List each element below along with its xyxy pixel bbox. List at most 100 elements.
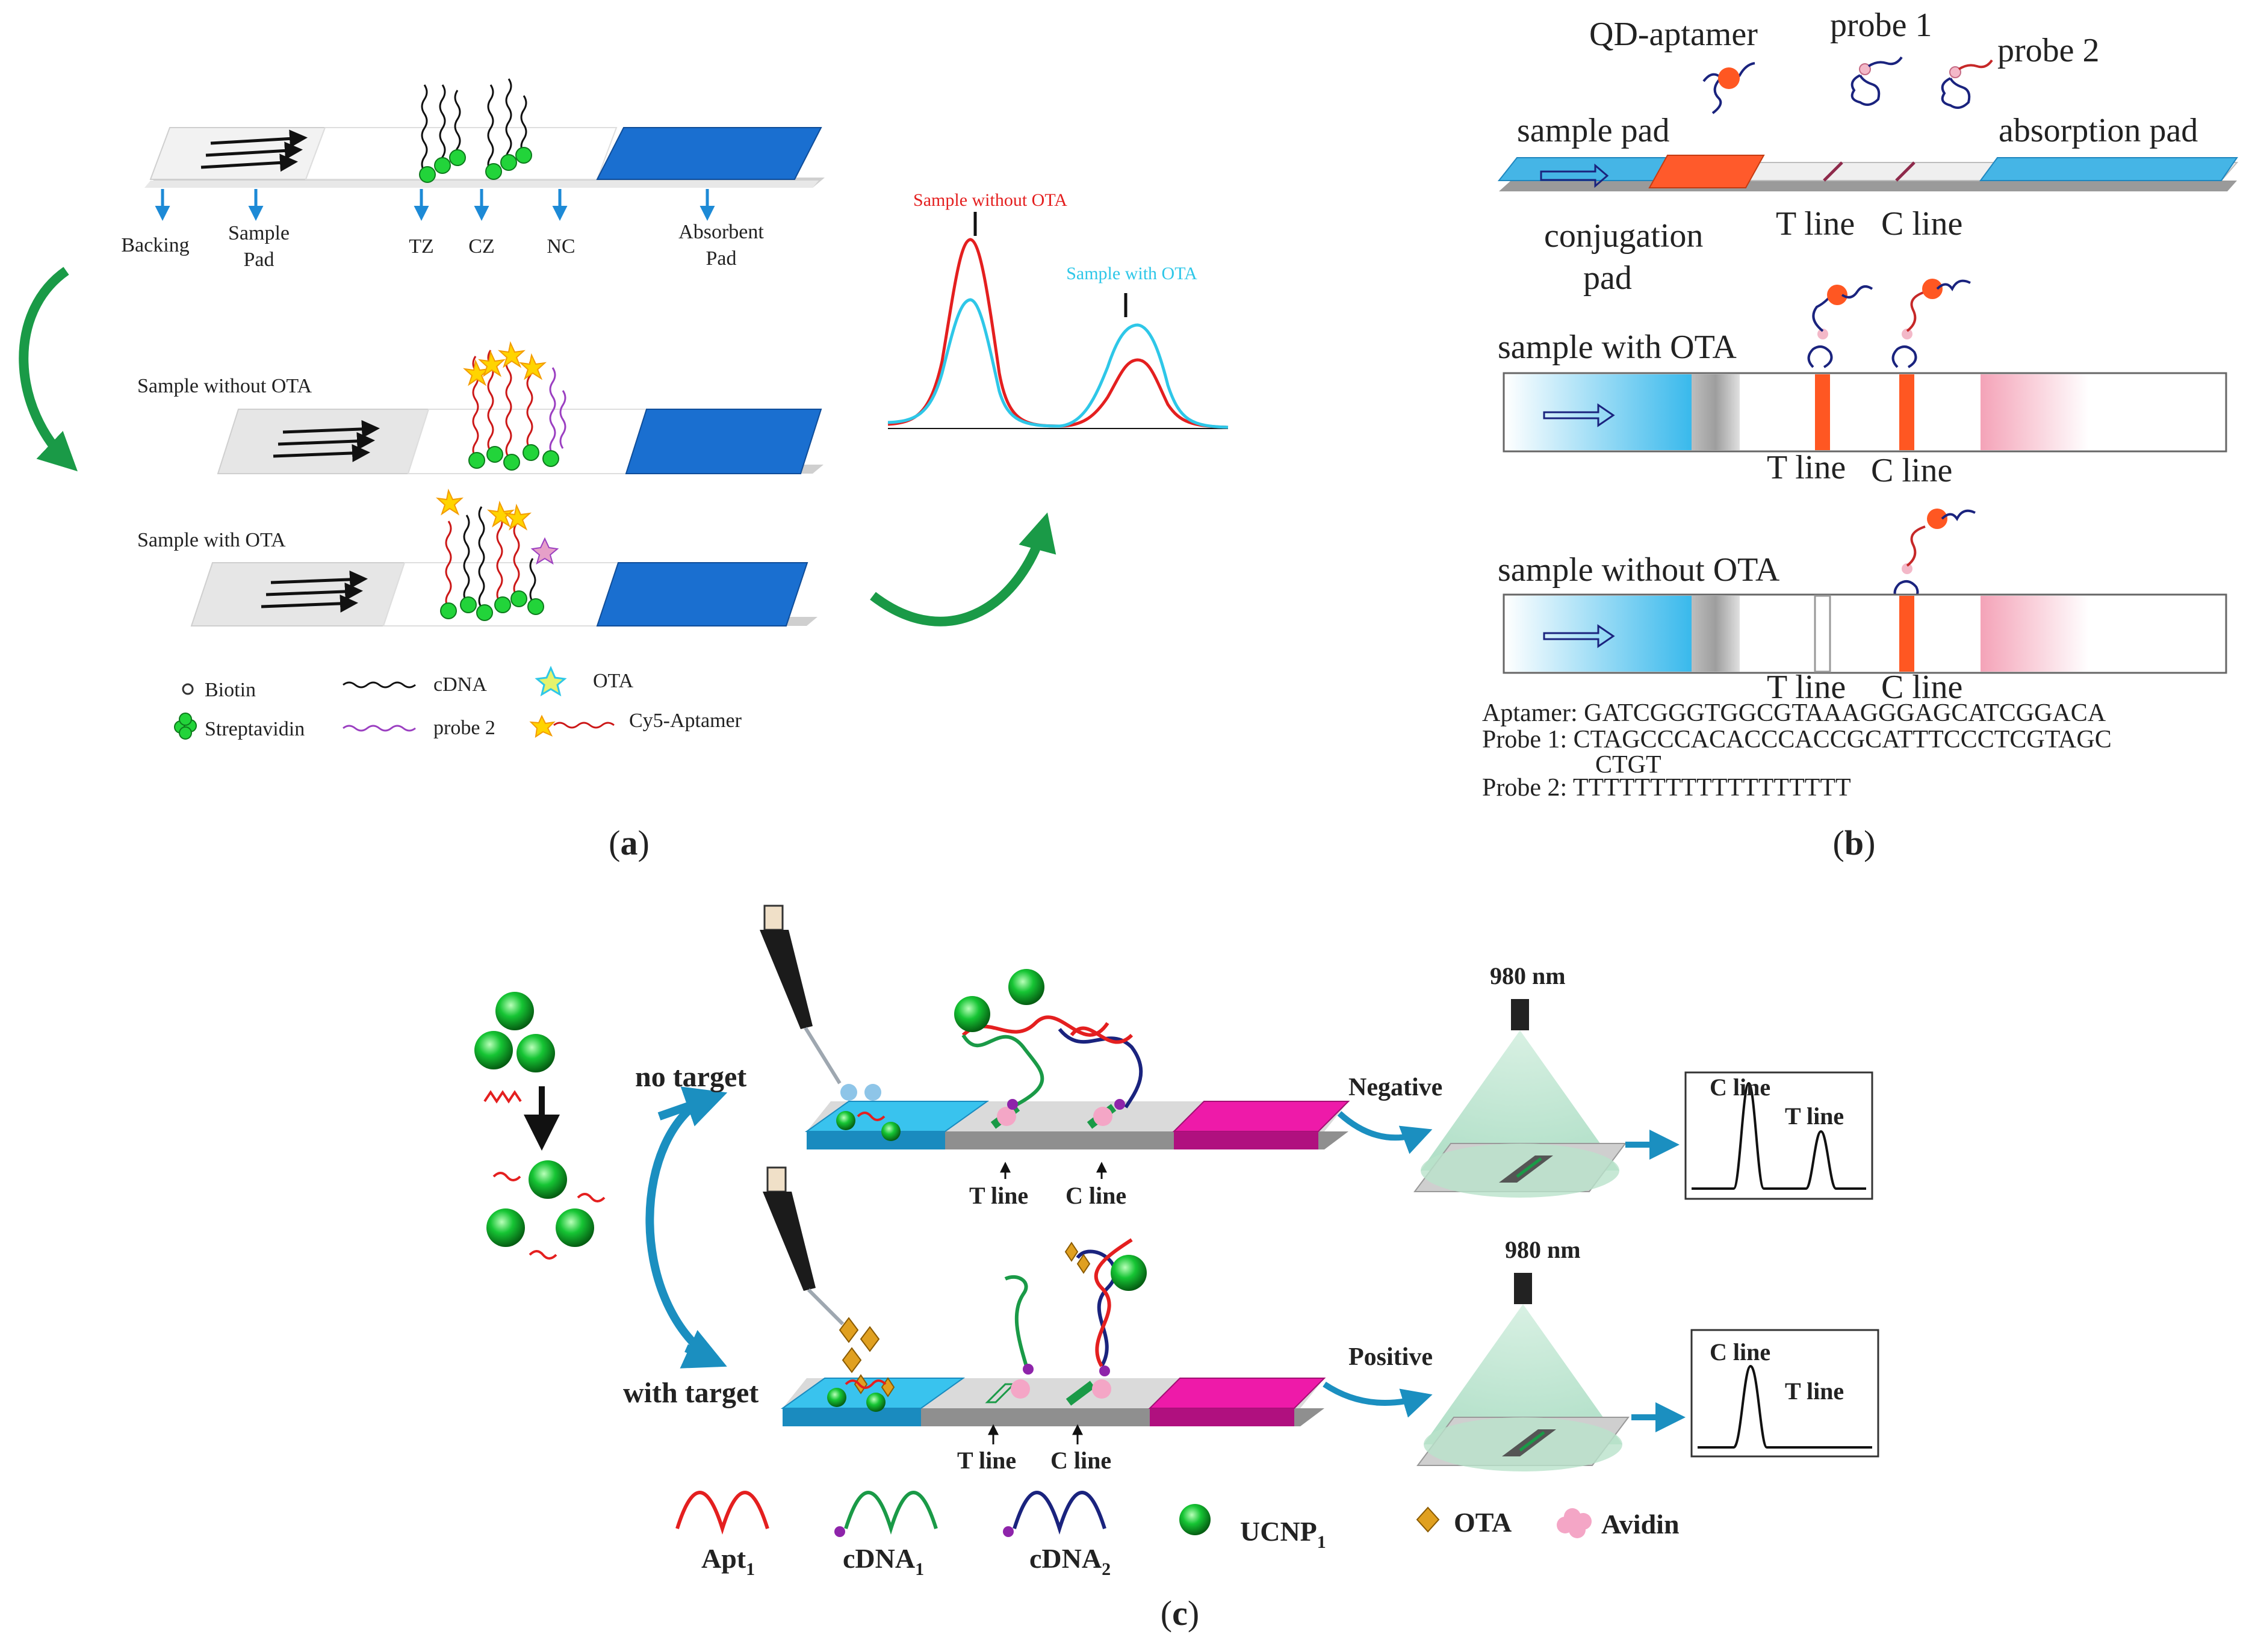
cdna1-icon	[844, 1491, 938, 1535]
label-c-line-3: C line	[1881, 669, 1962, 706]
label-sample-with-ota-b: sample with OTA	[1498, 329, 1737, 366]
ucnp-cluster-top	[474, 992, 555, 1072]
strip-a-middle	[217, 341, 824, 474]
label-absorbent-1: Absorbent	[678, 221, 764, 243]
seq-probe1: Probe 1: CTAGCCCACACCCACCGCATTTCCCTCGTAG…	[1482, 726, 2112, 753]
cdna-icon	[343, 681, 416, 688]
apt1-icon	[675, 1491, 769, 1535]
labels-top-lines: T line C line	[969, 1162, 1126, 1209]
strip-a-bottom	[190, 488, 817, 626]
strip-b-with-ota	[1503, 279, 2227, 453]
probe1-icon	[1850, 56, 1903, 106]
label-t-line-1: T line	[1776, 205, 1855, 243]
legend-streptavidin: Streptavidin	[205, 718, 305, 740]
helix-2	[1076, 1238, 1133, 1367]
label-probe2: probe 2	[1997, 32, 2100, 69]
branch-arrow	[645, 1091, 716, 1364]
legend-ota-c: OTA	[1454, 1507, 1512, 1538]
streptavidin-cluster	[419, 147, 532, 183]
bound-complex-c	[1891, 279, 1971, 368]
label-t-line-2: T line	[1767, 449, 1846, 486]
probe2-icon-b	[1941, 59, 1993, 109]
strip-c-bottom	[780, 1238, 1326, 1426]
label-sample-without-ota-b: sample without OTA	[1498, 551, 1780, 589]
strip-b-3d	[1497, 155, 2239, 191]
legend-ucnp1: UCNP1	[1240, 1516, 1326, 1552]
panel-b: QD-aptamer probe 1 probe 2 sample pad ab…	[1482, 7, 2239, 862]
caption-c: (c)	[1161, 1594, 1199, 1633]
label-absorption-pad: absorption pad	[1999, 112, 2198, 149]
label-sample-pad: sample pad	[1517, 112, 1669, 149]
legend-c: Apt1 cDNA1 cDNA2 UCNP1 OTA Avidin	[675, 1491, 1680, 1579]
cdna1-dot	[834, 1526, 845, 1537]
label-negative: Negative	[1348, 1074, 1442, 1101]
label-980nm-bottom: 980 nm	[1505, 1236, 1581, 1263]
label-sample-pad-2: Pad	[244, 249, 275, 271]
reader-bottom	[1416, 1273, 1630, 1471]
helix-1	[961, 1015, 1143, 1109]
label-probe1: probe 1	[1830, 7, 1932, 44]
curve-with-ota	[887, 298, 1229, 429]
legend-cy5-aptamer: Cy5-Aptamer	[629, 710, 742, 732]
label-positive: Positive	[1348, 1343, 1433, 1371]
label-nc: NC	[547, 235, 575, 258]
pipette-top-icon	[760, 905, 881, 1121]
result-box-positive: C line T line	[1690, 1329, 1879, 1458]
panel-a: Backing Sample Pad TZ CZ NC Absorbent Pa…	[19, 78, 1229, 862]
strip-c-top	[804, 969, 1350, 1149]
label-t-line-3: T line	[1767, 669, 1846, 706]
label-absorbent-2: Pad	[706, 247, 737, 270]
sequences: Aptamer: GATCGGGTGGCGTAAAGGGAGCATCGGACA …	[1482, 699, 2112, 802]
result-t-line-neg: T line	[1785, 1103, 1844, 1130]
qd-aptamer-icon	[1702, 62, 1755, 114]
ucnp1-icon	[1179, 1504, 1211, 1535]
result-c-line-pos: C line	[1710, 1338, 1770, 1366]
legend-apt1: Apt1	[701, 1543, 755, 1579]
strip-pointers	[155, 189, 715, 221]
label-980nm-top: 980 nm	[1490, 962, 1566, 989]
bound-complex-c-2	[1893, 509, 1976, 603]
label-tz: TZ	[409, 235, 434, 258]
avidin-icon	[1557, 1508, 1592, 1538]
label-c-line-c2: C line	[1050, 1447, 1111, 1474]
result-box-negative: C line T line	[1684, 1071, 1873, 1200]
green-curved-arrow-right	[870, 512, 1056, 626]
result-c-line-neg: C line	[1710, 1074, 1770, 1101]
label-sample-with-ota: Sample with OTA	[137, 529, 286, 551]
reader-top	[1413, 999, 1627, 1198]
pipette-bottom-icon	[763, 1166, 880, 1373]
ota-icon	[535, 666, 567, 697]
label-t-line-c1: T line	[969, 1182, 1028, 1209]
label-c-line-c1: C line	[1066, 1182, 1126, 1209]
label-conjugation-2: pad	[1583, 259, 1632, 297]
cdna2-icon	[1013, 1491, 1106, 1535]
label-c-line-2: C line	[1871, 452, 1952, 489]
bound-complex-t	[1807, 285, 1873, 368]
legend-cdna1: cDNA1	[843, 1543, 924, 1579]
legend-ota: OTA	[593, 670, 634, 692]
green-curved-arrow-left	[19, 267, 78, 472]
label-backing: Backing	[121, 234, 189, 256]
seq-probe1-cont: CTGT	[1595, 751, 1661, 779]
labels-bottom-lines: T line C line	[957, 1424, 1111, 1474]
chart-label-without-ota: Sample without OTA	[913, 190, 1067, 210]
result-t-line-pos: T line	[1785, 1378, 1844, 1405]
seq-aptamer: Aptamer: GATCGGGTGGCGTAAAGGGAGCATCGGACA	[1482, 699, 2106, 727]
probe2-icon	[343, 725, 416, 732]
label-no-target: no target	[635, 1061, 746, 1093]
chart-label-with-ota: Sample with OTA	[1066, 264, 1197, 283]
legend-biotin: Biotin	[205, 679, 256, 701]
label-sample-pad-1: Sample	[228, 222, 290, 244]
biotin-icon	[182, 683, 194, 695]
caption-b: (b)	[1833, 823, 1876, 862]
curve-without-ota	[887, 238, 1229, 429]
caption-a: (a)	[609, 823, 650, 862]
label-sample-without-ota: Sample without OTA	[137, 375, 312, 397]
label-with-target: with target	[623, 1377, 758, 1409]
legend-a: Biotin Streptavidin cDNA probe 2 OTA Cy5…	[174, 666, 742, 740]
legend-cdna: cDNA	[433, 673, 487, 696]
seq-probe2: Probe 2: TTTTTTTTTTTTTTTTTT	[1482, 774, 1851, 802]
panel-c: no target with target	[474, 905, 1879, 1633]
strip-b-without-ota	[1503, 593, 2227, 674]
